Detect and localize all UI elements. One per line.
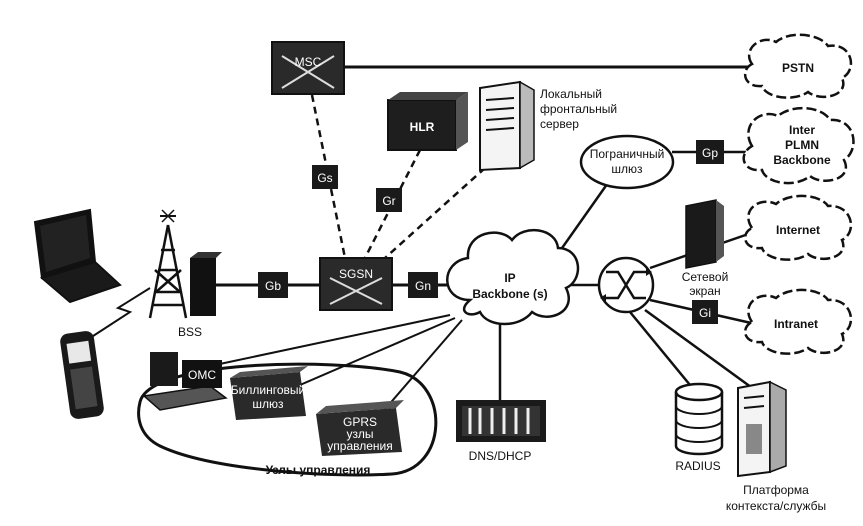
border-gateway-label-2: шлюз	[611, 162, 643, 176]
gr-interface: Gr	[376, 188, 402, 212]
gprs-nodes-label-1: GPRS	[343, 415, 377, 429]
firewall-node: Сетевой экран	[682, 199, 729, 298]
platform-label-1: Платформа	[743, 483, 809, 497]
platform-label-2: контекста/службы	[726, 499, 826, 513]
gs-interface: Gs	[312, 165, 338, 189]
pstn-label: PSTN	[782, 61, 814, 75]
local-server-label-3: сервер	[540, 117, 579, 131]
gs-label: Gs	[317, 171, 332, 185]
sgsn-label: SGSN	[339, 267, 373, 281]
omc-workstation: OMC	[142, 352, 228, 411]
gprs-nodes-label-3: управления	[327, 439, 392, 453]
antenna-tower-icon	[148, 209, 188, 319]
local-server-node: Локальный фронтальный сервер	[479, 80, 617, 172]
internet-cloud: Internet	[743, 194, 853, 261]
pstn-cloud: PSTN	[743, 33, 853, 99]
connections	[89, 65, 761, 416]
gprs-management-node: GPRS узлы управления	[316, 400, 404, 456]
radius-node: RADIUS	[674, 382, 724, 473]
billing-gateway-node: Биллинговый шлюз	[230, 366, 308, 420]
billing-gateway-label-1: Биллинговый	[231, 383, 305, 397]
bss-label: BSS	[178, 325, 202, 339]
mobile-phone-icon	[60, 331, 104, 419]
gi-label: Gi	[699, 306, 711, 320]
gprs-nodes-label-2: узлы	[347, 427, 374, 441]
backbone-gateway-link	[553, 179, 612, 259]
server-sgsn-link	[384, 167, 486, 259]
backbone-billing-link	[299, 317, 456, 386]
ip-backbone-cloud: IP Backbone (s)	[446, 228, 580, 326]
router-platform-link	[644, 308, 756, 392]
dns-dhcp-label: DNS/DHCP	[469, 449, 532, 463]
omc-label: OMC	[188, 368, 216, 382]
inter-plmn-cloud: Inter PLMN Backbone	[742, 106, 855, 185]
hlr-node: HLR	[387, 92, 468, 151]
inter-plmn-label-1: Inter	[789, 123, 815, 137]
inter-plmn-label-2: PLMN	[785, 138, 819, 152]
router-radius-link	[629, 311, 691, 386]
msc-label: MSC	[295, 55, 322, 69]
inter-plmn-label-3: Backbone	[773, 153, 831, 167]
local-server-label-2: фронтальный	[540, 102, 617, 116]
billing-gateway-label-2: шлюз	[252, 397, 284, 411]
ip-backbone-label-1: IP	[504, 271, 515, 285]
management-nodes-group: OMC Биллинговый шлюз GPRS узлы управлени…	[137, 352, 438, 477]
internet-label: Internet	[776, 223, 820, 237]
local-server-label-1: Локальный	[540, 87, 602, 101]
intranet-cloud: Intranet	[743, 288, 853, 355]
firewall-label-2: экран	[689, 284, 720, 298]
gi-interface: Gi	[692, 300, 718, 324]
firewall-label-1: Сетевой	[682, 270, 729, 284]
gp-label: Gp	[702, 146, 718, 160]
gr-label: Gr	[382, 194, 395, 208]
bss-cabinet-icon	[190, 252, 222, 316]
gp-interface: Gp	[696, 140, 724, 164]
laptop-icon	[33, 208, 122, 304]
gb-interface: Gb	[258, 272, 288, 298]
backbone-gprs-link	[379, 319, 463, 416]
platform-server-node: Платформа контекста/службы	[726, 380, 826, 513]
gn-interface: Gn	[408, 272, 438, 298]
dns-dhcp-node: DNS/DHCP	[456, 400, 546, 463]
gb-label: Gb	[265, 279, 281, 293]
management-nodes-label: Узлы управления	[266, 463, 371, 477]
gn-label: Gn	[415, 279, 431, 293]
hlr-label: HLR	[410, 120, 435, 134]
border-gateway-label-1: Пограничный	[590, 147, 665, 161]
sgsn-node: SGSN	[319, 257, 393, 311]
msc-node: MSC	[271, 41, 345, 95]
intranet-label: Intranet	[774, 317, 818, 331]
radius-label: RADIUS	[675, 459, 720, 473]
border-gateway-node: Пограничный шлюз	[579, 134, 675, 190]
radio-link	[89, 287, 151, 339]
backbone-omc-link	[214, 314, 451, 366]
msc-sgsn-link	[310, 94, 347, 259]
router-icon	[597, 256, 655, 314]
ip-backbone-label-2: Backbone (s)	[472, 287, 547, 301]
